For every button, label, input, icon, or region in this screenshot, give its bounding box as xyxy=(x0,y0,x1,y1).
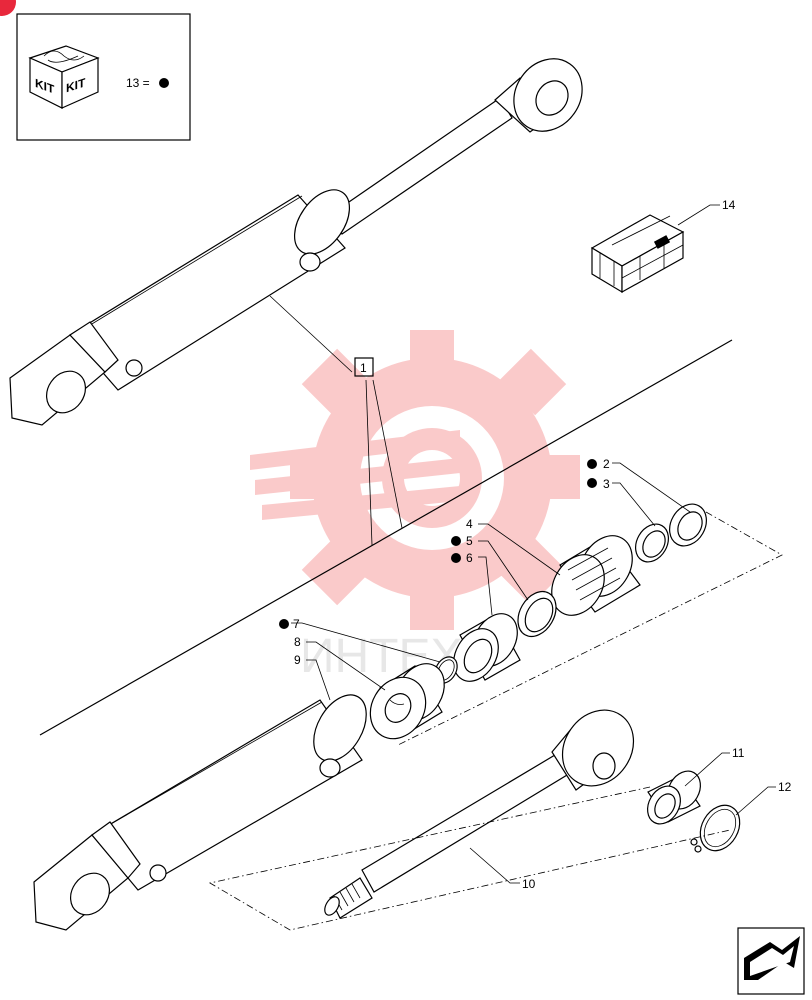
rod-bushing xyxy=(647,770,701,825)
next-page-button[interactable] xyxy=(737,927,805,995)
exploded-parts xyxy=(369,503,707,740)
kit-legend: KIT KIT 13 = xyxy=(16,13,191,141)
callout-9: 9 xyxy=(294,653,301,667)
callout-1: 1 xyxy=(360,361,367,375)
callout-1-box xyxy=(354,357,374,377)
snap-ring xyxy=(690,804,741,853)
callout-4: 4 xyxy=(466,517,473,531)
crate-icon xyxy=(590,214,685,294)
cylinder-barrel xyxy=(33,694,367,931)
assembled-cylinder xyxy=(9,58,583,426)
kit-dot-icon xyxy=(159,78,169,88)
callout-10: 10 xyxy=(522,877,536,891)
callout-2: 2 xyxy=(603,457,610,471)
leader-lines xyxy=(291,204,776,884)
callout-8: 8 xyxy=(294,635,301,649)
kit-legend-text: 13 = xyxy=(126,76,150,90)
callout-5: 5 xyxy=(466,534,473,548)
kit-dots xyxy=(279,459,597,629)
kit-dot-5 xyxy=(451,536,461,546)
callout-6: 6 xyxy=(466,551,473,565)
assembly-line-lower xyxy=(208,786,731,931)
assembly-line-upper xyxy=(397,511,783,746)
callout-7: 7 xyxy=(293,617,300,631)
divider-line xyxy=(39,339,733,736)
kit-dot-6 xyxy=(451,553,461,563)
kit-dot-2 xyxy=(587,459,597,469)
callout-11: 11 xyxy=(732,746,745,760)
kit-label-right: KIT xyxy=(66,75,86,95)
kit-dot-3 xyxy=(587,478,597,488)
piston-rod xyxy=(324,709,635,919)
kit-dot-7 xyxy=(279,619,289,629)
callout-labels: 1 2 3 4 5 6 7 8 9 10 11 12 14 xyxy=(293,198,792,891)
callout-12: 12 xyxy=(778,780,792,794)
kit-box-icon: KIT KIT xyxy=(28,45,100,109)
callout-14: 14 xyxy=(722,198,736,212)
corner-badge-icon xyxy=(0,0,16,16)
callout-3: 3 xyxy=(603,477,610,491)
watermark-logo: ИНТЕХ xyxy=(250,330,580,683)
callout-1-leaders xyxy=(269,295,403,546)
